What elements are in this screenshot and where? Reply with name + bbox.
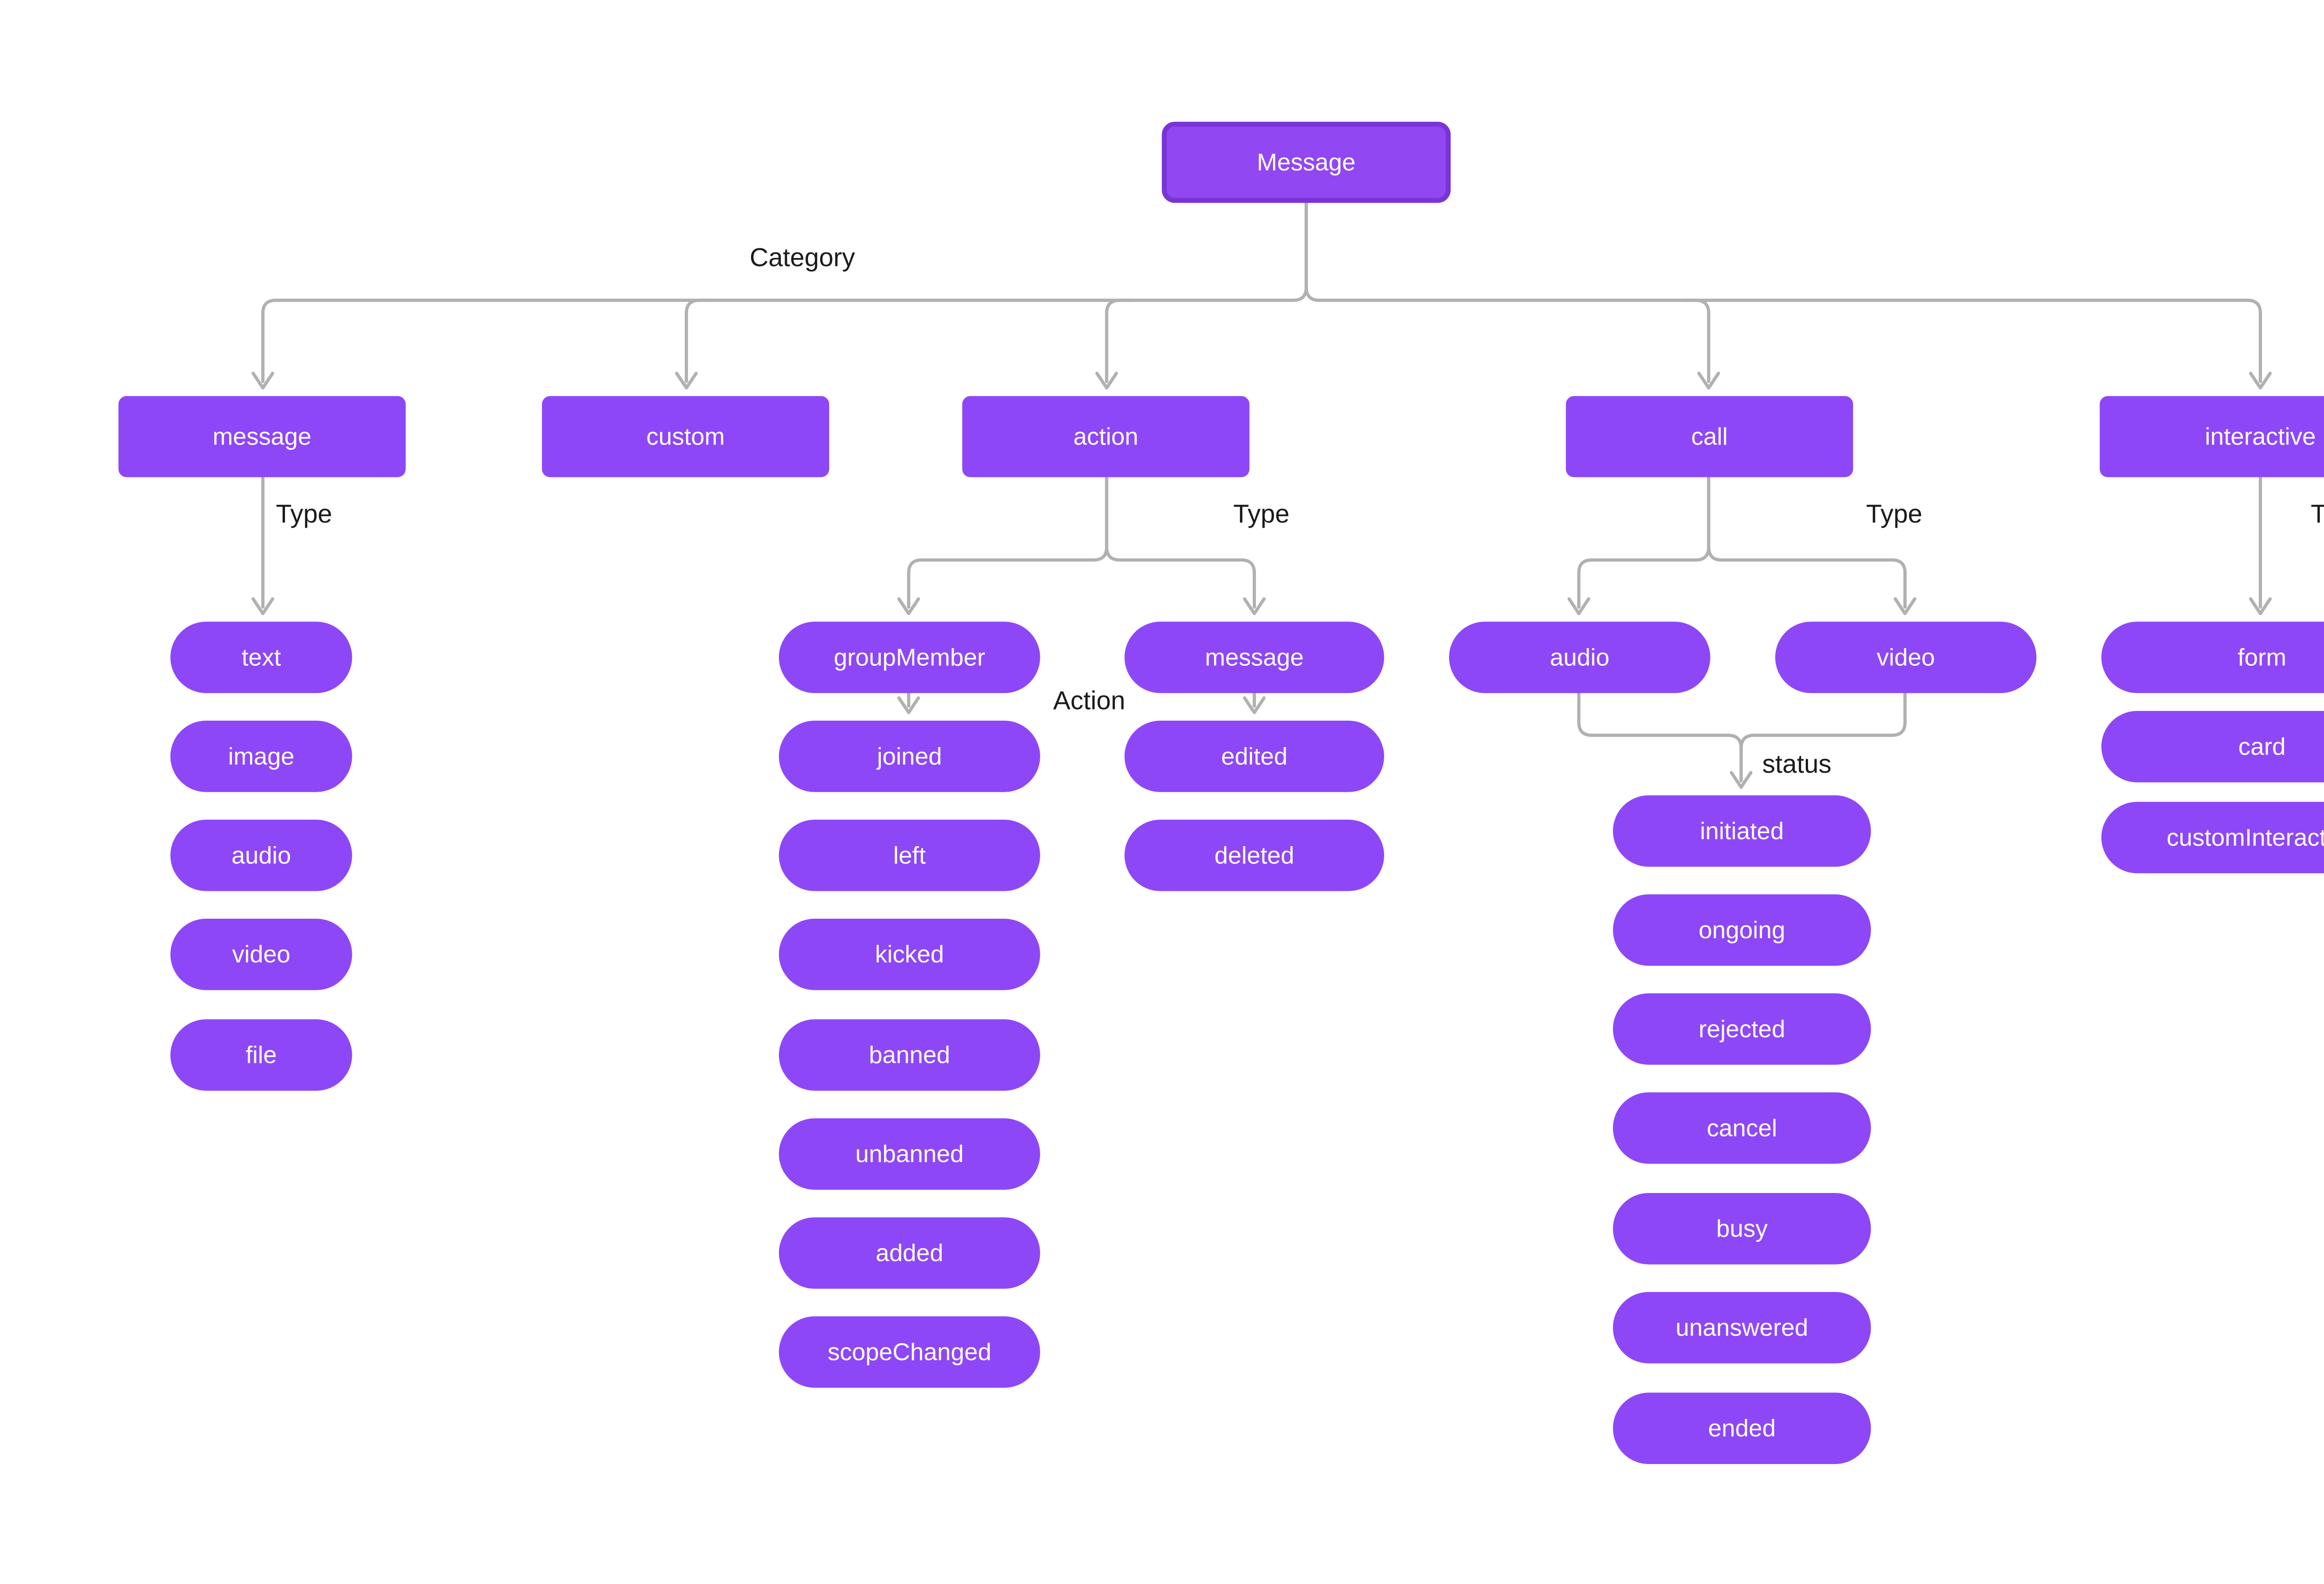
node-category-custom: custom (542, 396, 829, 477)
node-gm-action-left: left (779, 820, 1040, 891)
arrowhead-message (251, 371, 274, 390)
node-category-action: action (962, 396, 1250, 477)
edge-label-type-action: Type (1233, 501, 1290, 530)
arrowhead-video (1894, 597, 1916, 616)
edge-root-to-message (261, 201, 1308, 383)
node-gm-action-banned: banned (779, 1019, 1040, 1091)
edge-root-to-interactive (1304, 201, 2262, 383)
edge-label-action: Action (1053, 688, 1125, 716)
arrowhead-action-message (1243, 597, 1266, 616)
node-status-ongoing: ongoing (1613, 894, 1871, 966)
node-status-cancel: cancel (1613, 1092, 1871, 1164)
edge-call-to-video (1707, 475, 1907, 609)
arrowhead-joined (897, 696, 920, 715)
node-msg-action-edited: edited (1124, 721, 1384, 792)
node-status-rejected: rejected (1613, 993, 1871, 1065)
edge-root-to-action (1105, 298, 1135, 383)
node-interactive-custominteractive: customInteractive (2101, 802, 2324, 874)
node-msg-action-deleted: deleted (1124, 820, 1384, 891)
arrowhead-audio (1567, 597, 1591, 616)
edge-label-type-interactive: Type (2311, 501, 2324, 530)
node-gm-action-scopechanged: scopeChanged (779, 1316, 1040, 1388)
node-interactive-form: form (2101, 622, 2324, 693)
edge-root-to-custom (685, 298, 714, 383)
node-status-ended: ended (1613, 1392, 1871, 1464)
arrowhead-action (1095, 371, 1118, 390)
arrowhead-edited (1243, 696, 1266, 715)
node-gm-action-added: added (779, 1217, 1040, 1289)
node-category-interactive: interactive (2100, 396, 2324, 477)
arrowhead-groupmember (897, 597, 920, 616)
arrowhead-initiated (1730, 771, 1753, 789)
node-status-initiated: initiated (1613, 795, 1871, 867)
node-call-type-video: video (1775, 622, 2037, 693)
arrowhead-text (251, 597, 274, 616)
edge-action-to-groupmember (907, 475, 1109, 609)
arrowhead-custom (675, 371, 698, 390)
node-gm-action-unbanned: unbanned (779, 1118, 1040, 1190)
edge-audio-to-status (1577, 691, 1743, 782)
node-type-text: text (170, 622, 352, 693)
node-action-type-groupmember: groupMember (779, 622, 1040, 693)
arrowhead-form (2249, 597, 2272, 616)
edge-action-to-message (1105, 475, 1256, 609)
node-type-image: image (170, 721, 352, 792)
node-status-busy: busy (1613, 1193, 1871, 1265)
node-call-type-audio: audio (1449, 622, 1710, 693)
node-action-type-message: message (1124, 622, 1384, 693)
node-category-message: message (118, 396, 406, 477)
edge-label-type-call: Type (1866, 501, 1922, 530)
edge-label-type-message: Type (276, 501, 332, 530)
node-type-audio: audio (170, 820, 352, 891)
node-category-call: call (1565, 396, 1853, 477)
node-status-unanswered: unanswered (1613, 1292, 1871, 1364)
node-type-file: file (170, 1019, 352, 1091)
edge-video-to-status (1739, 691, 1907, 782)
node-type-video: video (170, 918, 352, 990)
edge-call-to-audio (1577, 475, 1710, 609)
arrowhead-call (1697, 371, 1720, 390)
edge-label-category: Category (749, 245, 855, 273)
node-root-message: Message (1162, 121, 1451, 203)
edge-label-status: status (1762, 751, 1832, 779)
node-gm-action-kicked: kicked (779, 918, 1040, 990)
node-interactive-card: card (2101, 711, 2324, 782)
arrowhead-interactive (2249, 371, 2272, 390)
edge-root-to-call (1681, 298, 1710, 383)
node-gm-action-joined: joined (779, 721, 1040, 792)
